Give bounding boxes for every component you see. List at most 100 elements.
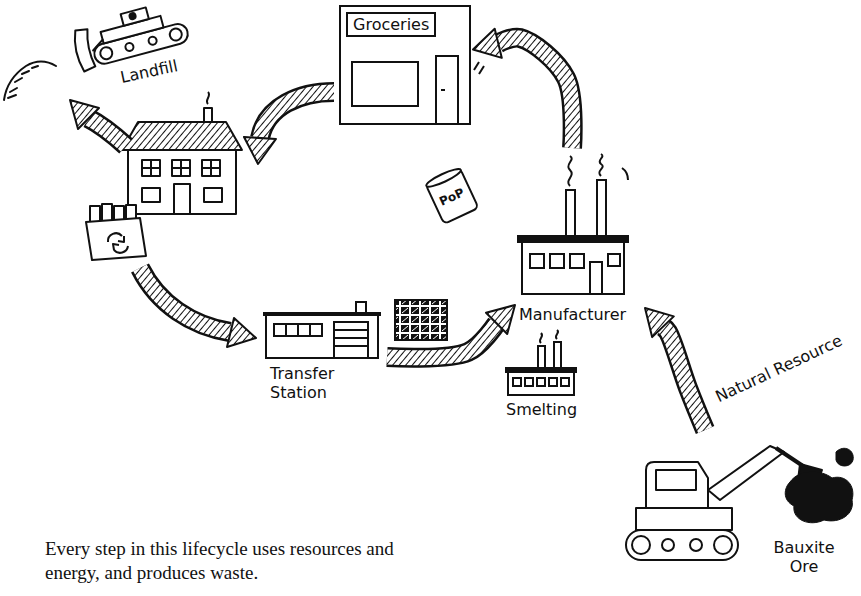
flow-arrow	[88, 118, 126, 146]
factory	[570, 254, 584, 268]
factory	[568, 156, 571, 186]
factory	[590, 262, 602, 294]
smelter	[556, 330, 558, 339]
house	[204, 188, 222, 202]
arrow-head	[473, 29, 502, 58]
grocery-store	[474, 62, 484, 74]
transfer-station-building	[334, 330, 368, 346]
factory	[566, 190, 575, 238]
bulldozer	[129, 12, 136, 19]
node-label: Smelting	[506, 400, 577, 419]
factory	[518, 154, 628, 294]
transfer-station-building	[263, 312, 381, 316]
excavator	[714, 536, 732, 554]
grocery-store: Groceries	[338, 5, 473, 127]
grocery-store	[340, 6, 470, 124]
smelter	[537, 378, 545, 386]
caption: Every step in this lifecycle uses resour…	[45, 537, 430, 585]
house	[174, 184, 190, 214]
bulldozer	[121, 7, 149, 25]
excavator	[636, 508, 732, 530]
smelter	[538, 346, 545, 370]
node-label: Manufacturer	[519, 305, 626, 324]
bulldozer	[91, 40, 105, 51]
flow-arrow	[88, 118, 126, 146]
excavator	[690, 539, 702, 551]
excavator	[662, 539, 674, 551]
bulldozer	[71, 27, 98, 72]
arrow-hatching	[663, 327, 705, 430]
factory	[550, 254, 564, 268]
recycling-bin	[86, 218, 146, 260]
grocery-store	[441, 89, 445, 91]
edge-label: Natural Resource	[709, 328, 848, 408]
smelter	[540, 333, 542, 343]
factory	[522, 242, 624, 294]
smelter	[549, 378, 557, 386]
house	[207, 92, 209, 104]
smelting-plant: Smelting	[500, 340, 592, 423]
excavator	[646, 462, 708, 508]
crushed-can-bale	[395, 300, 447, 340]
arrow-hatching	[387, 323, 497, 357]
transfer-station-building	[263, 302, 381, 358]
can-label: PoP	[437, 185, 467, 209]
flow-arrow	[244, 92, 334, 164]
flow-arrow	[645, 308, 705, 430]
bulldozer	[8, 66, 38, 98]
crushed-can-bale	[395, 300, 447, 340]
arrow-outline	[387, 323, 497, 357]
house	[128, 150, 236, 214]
flow-arrow	[260, 92, 334, 138]
smelter	[508, 372, 574, 395]
node-label: Bauxite Ore	[768, 538, 840, 576]
factory	[599, 154, 602, 176]
bulldozer	[4, 62, 56, 101]
soda-can	[425, 166, 479, 224]
excavator	[708, 446, 784, 500]
bulldozer	[99, 46, 114, 61]
flow-arrow	[227, 318, 256, 347]
house	[122, 122, 242, 150]
bauxite-ore-pile	[836, 448, 853, 466]
node-label: Landfill	[119, 56, 180, 87]
factory	[608, 254, 620, 266]
house	[142, 160, 220, 176]
recycling-bin	[108, 233, 128, 253]
excavator	[656, 470, 696, 490]
flow-arrow	[387, 305, 515, 358]
smelter	[506, 330, 576, 395]
house	[142, 188, 160, 202]
smelter	[561, 378, 569, 386]
transfer-station-building	[274, 324, 322, 336]
arrow-head	[486, 305, 515, 334]
factory	[622, 168, 628, 180]
factory	[530, 254, 544, 268]
bauxite-mine: Bauxite Ore	[620, 430, 856, 592]
flow-arrow	[140, 268, 230, 332]
flow-arrow	[140, 268, 230, 332]
grocery-store	[436, 56, 458, 124]
house	[122, 92, 242, 214]
grocery-store	[340, 6, 484, 124]
grocery-store	[352, 62, 418, 106]
flow-arrow	[140, 268, 256, 347]
arrow-outline	[663, 327, 705, 430]
transfer-station-building	[334, 322, 368, 358]
transfer-station-building	[286, 324, 310, 336]
excavator	[626, 530, 738, 560]
node-label: Transfer Station	[270, 364, 360, 402]
smelter	[554, 342, 561, 370]
bulldozer	[4, 0, 191, 100]
flow-arrow	[260, 92, 334, 138]
landfill-site: Landfill	[55, 2, 225, 100]
bulldozer	[148, 36, 158, 46]
bulldozer	[125, 42, 135, 52]
node-label: Groceries	[346, 12, 436, 37]
bulldozer	[168, 27, 183, 42]
flow-arrow	[244, 137, 276, 164]
smelter	[513, 378, 521, 386]
